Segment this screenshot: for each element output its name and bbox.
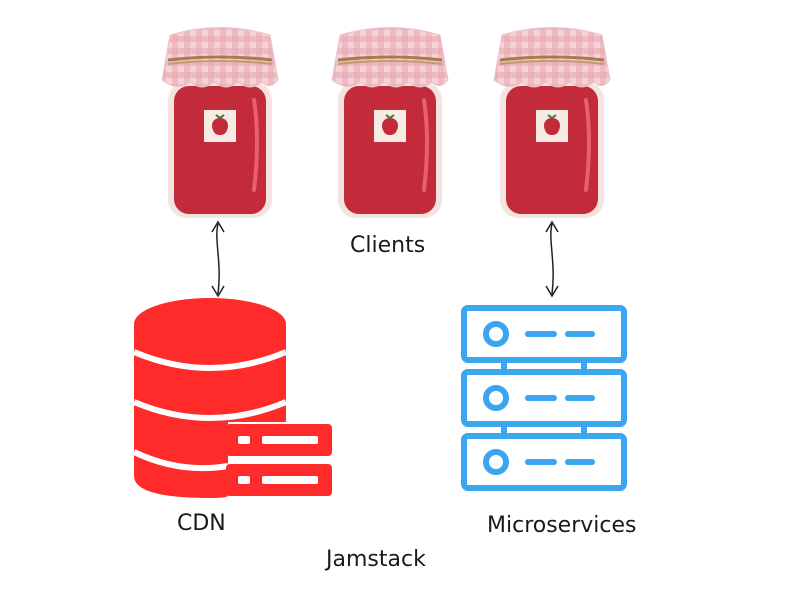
client-jar-icon-1 [160,25,280,220]
microservices-label: Microservices [487,513,637,538]
microservices-connector-double-arrow-icon [545,220,559,298]
cdn-label: CDN [177,511,226,536]
jamstack-label: Jamstack [326,547,426,572]
cdn-database-server-icon [132,298,332,498]
client-jar-icon-3 [492,25,612,220]
clients-label: Clients [350,233,426,258]
microservices-server-rack-icon [464,308,624,488]
client-jar-icon-2 [330,25,450,220]
cdn-connector-double-arrow-icon [211,220,225,298]
